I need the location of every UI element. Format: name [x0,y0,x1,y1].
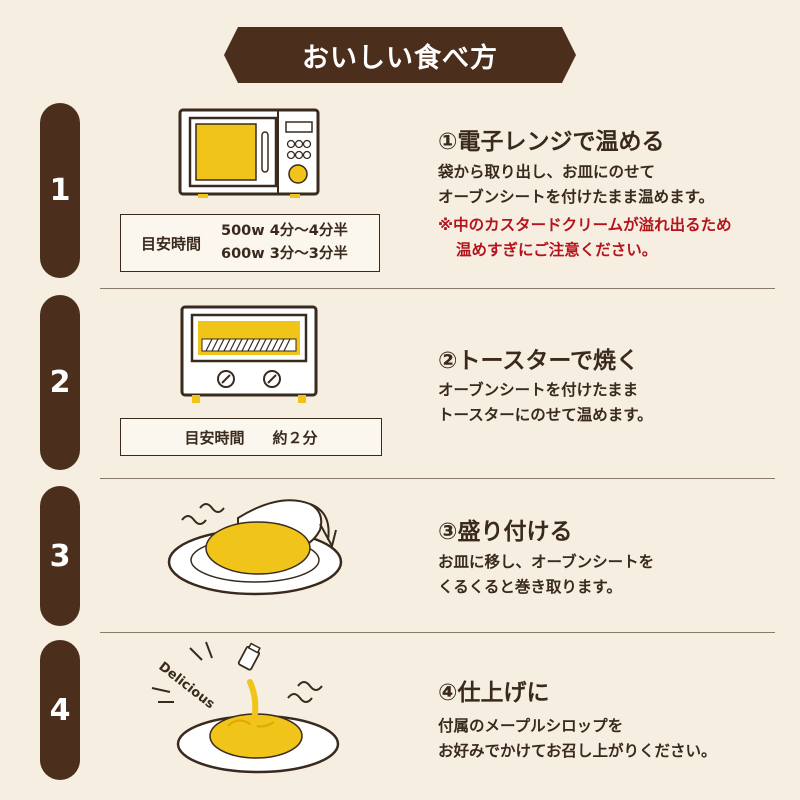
step-number: 3 [49,538,71,574]
desc-line: オーブンシートを付けたまま [438,381,639,399]
time-value-500w: 500w 4分～4分半 [221,223,348,239]
step-title: ④仕上げに [438,680,550,706]
desc-line: 付属のメープルシロップを [438,717,624,735]
step-title: ②トースターで焼く [438,348,639,374]
step-number: 1 [49,173,71,208]
desc-line: お好みでかけてお召し上がりください。 [438,742,717,760]
desc-line: くるくると巻き取ります。 [438,578,622,596]
step-desc: お皿に移し、オーブンシートを くるくると巻き取ります。 [438,550,654,600]
time-label: 目安時間 [184,428,245,447]
step-number-tab: 3 [40,486,80,626]
desc-line: 袋から取り出し、お皿にのせて [438,163,656,181]
step-number: 2 [49,365,71,400]
warning-line: ※中のカスタードクリームが溢れ出るため [438,216,732,234]
toaster-icon [180,305,318,403]
time-box: 目安時間 約２分 [120,418,382,456]
plate-pancake-icon [167,499,343,596]
step-number: 4 [49,692,71,728]
syrup-pancake-icon: Delicious [151,641,340,774]
header-banner: おいしい食べ方 [224,27,576,83]
step-desc: オーブンシートを付けたまま トースターにのせて温めます。 [438,378,653,428]
step-desc: 袋から取り出し、お皿にのせて オーブンシートを付けたまま温めます。 [438,160,714,210]
warning-line: 温めすぎにご注意ください。 [456,241,658,259]
step-number-tab: 4 [40,640,80,780]
divider [100,632,775,633]
desc-line: お皿に移し、オーブンシートを [438,553,655,571]
divider [100,478,775,479]
delicious-label: Delicious [156,659,218,712]
warning-note: ※中のカスタードクリームが溢れ出るため 温めすぎにご注意ください。 [438,213,732,263]
divider [100,288,775,289]
banner-ribbon-shape [224,27,576,83]
page-title: おいしい食べ方 [302,42,498,74]
step-number-tab: 1 [40,103,80,278]
step-number-tab: 2 [40,295,80,470]
step-title: ①電子レンジで温める [438,129,665,155]
step-title: ③盛り付ける [438,519,573,545]
time-label: 目安時間 [140,234,201,253]
time-value: 約２分 [272,428,318,447]
step-desc: 付属のメープルシロップを お好みでかけてお召し上がりください。 [438,714,717,764]
time-value-600w: 600w 3分～3分半 [221,246,348,262]
microwave-icon [178,108,320,198]
desc-line: トースターにのせて温めます。 [438,406,653,424]
desc-line: オーブンシートを付けたまま温めます。 [438,188,715,206]
time-box: 目安時間 500w 4分～4分半 600w 3分～3分半 [120,214,380,272]
